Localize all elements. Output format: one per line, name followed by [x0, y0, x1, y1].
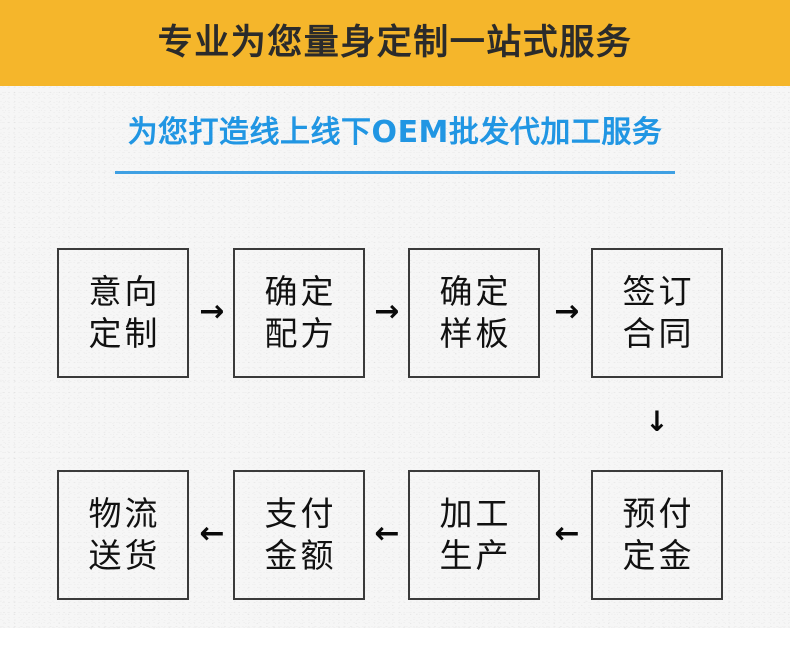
page-title: 专业为您量身定制一站式服务 — [157, 22, 633, 63]
flow-step-confirm-sample: 确定 样板 — [408, 248, 540, 378]
flow-step-line2: 定制 — [88, 314, 161, 353]
arrow-left-icon: ← — [199, 516, 225, 551]
flow-step-line1: 确定 — [264, 272, 337, 312]
header-banner: 专业为您量身定制一站式服务 — [0, 0, 790, 86]
flow-step-line2: 金额 — [264, 536, 337, 575]
arrow-right-icon: → — [374, 294, 400, 329]
flow-step-prepay-deposit: 预付 定金 — [591, 470, 723, 600]
arrow-down-icon: ↓ — [645, 405, 669, 438]
flow-step-line1: 意向 — [88, 272, 161, 312]
arrow-right-icon: → — [554, 294, 580, 329]
flow-step-line2: 生产 — [439, 536, 512, 575]
content-background — [0, 86, 790, 628]
flow-step-intent-customization: 意向 定制 — [57, 248, 189, 378]
flow-step-pay-amount: 支付 金额 — [233, 470, 365, 600]
flow-step-line1: 确定 — [439, 272, 512, 312]
flow-step-line2: 样板 — [439, 314, 512, 353]
flow-step-line1: 支付 — [264, 494, 337, 534]
flow-step-line1: 预付 — [622, 494, 695, 534]
subtitle-container: 为您打造线上线下OEM批发代加工服务 — [0, 118, 790, 148]
flow-step-line2: 定金 — [622, 536, 695, 575]
flow-step-line1: 物流 — [88, 494, 161, 534]
flow-step-line2: 配方 — [264, 314, 337, 353]
flow-step-line1: 加工 — [439, 494, 512, 534]
arrow-left-icon: ← — [374, 516, 400, 551]
flow-step-line2: 送货 — [88, 536, 161, 575]
arrow-right-icon: → — [199, 294, 225, 329]
flow-step-sign-contract: 签订 合同 — [591, 248, 723, 378]
arrow-left-icon: ← — [554, 516, 580, 551]
flow-step-logistics-delivery: 物流 送货 — [57, 470, 189, 600]
flow-step-line2: 合同 — [622, 314, 695, 353]
subtitle-text: 为您打造线上线下OEM批发代加工服务 — [127, 115, 663, 150]
flow-step-processing-production: 加工 生产 — [408, 470, 540, 600]
flow-step-confirm-formula: 确定 配方 — [233, 248, 365, 378]
flow-step-line1: 签订 — [622, 272, 695, 312]
subtitle-divider — [115, 171, 675, 174]
